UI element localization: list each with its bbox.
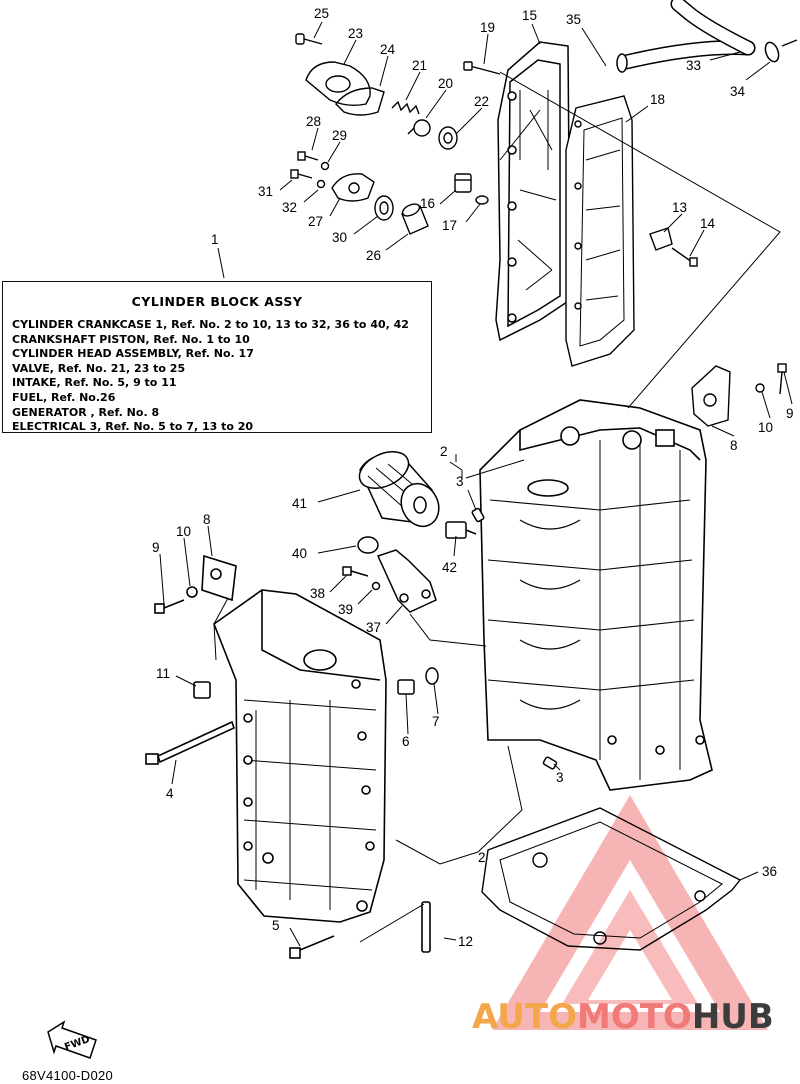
- callout-26: 26: [366, 248, 381, 263]
- fwd-arrow-icon: FWD: [47, 1020, 97, 1059]
- generator-bracket-parts: [691, 363, 787, 427]
- callout-38: 38: [310, 586, 325, 601]
- legend-line: VALVE, Ref. No. 21, 23 to 25: [12, 361, 186, 375]
- watermark-text: AUTOMOTOHUB: [472, 997, 774, 1037]
- callout-8-right: 8: [730, 438, 738, 453]
- callout-17: 17: [442, 218, 457, 233]
- callout-28: 28: [306, 114, 321, 129]
- callout-31: 31: [258, 184, 273, 199]
- callout-42: 42: [442, 560, 457, 575]
- callout-5: 5: [272, 918, 280, 933]
- legend-line: CRANKSHAFT PISTON, Ref. No. 1 to 10: [12, 332, 250, 346]
- crankcase-part: [479, 399, 713, 791]
- legend-line: GENERATOR , Ref. No. 8: [12, 405, 160, 419]
- callout-1: 1: [211, 232, 219, 247]
- callout-34: 34: [730, 84, 746, 99]
- callout-3-top: 3: [456, 474, 464, 489]
- diagram-code: 68V4100-D020: [22, 1068, 114, 1083]
- legend-list: CYLINDER CRANKCASE 1, Ref. No. 2 to 10, …: [12, 318, 409, 435]
- callout-10-left: 10: [176, 524, 191, 539]
- callout-25: 25: [314, 6, 329, 21]
- callout-32: 32: [282, 200, 297, 215]
- callout-10-right: 10: [758, 420, 773, 435]
- thermostat-parts: [290, 33, 698, 267]
- head-cover-gasket: [565, 95, 635, 367]
- watermark-part-hub: HUB: [691, 997, 774, 1037]
- callout-27: 27: [308, 214, 323, 229]
- callout-11: 11: [156, 666, 170, 681]
- legend-line: ELECTRICAL 3, Ref. No. 5 to 7, 13 to 20: [12, 420, 254, 434]
- callout-9-right: 9: [786, 406, 794, 421]
- callout-35: 35: [566, 12, 581, 27]
- callout-3-bottom: 3: [556, 770, 564, 785]
- callout-2-bottom: 2: [478, 850, 486, 865]
- callout-6: 6: [402, 734, 410, 749]
- callout-16: 16: [420, 196, 435, 211]
- callout-19: 19: [480, 20, 495, 35]
- cylinder-block-part: [145, 554, 431, 959]
- callout-labels: 1 25 23 24 21 20 22 19 15 35 33 34 18 28…: [152, 6, 794, 949]
- legend-line: FUEL, Ref. No.26: [12, 390, 116, 404]
- callout-39: 39: [338, 602, 353, 617]
- callout-9-left: 9: [152, 540, 160, 555]
- leader-lines: [159, 21, 793, 947]
- callout-13: 13: [672, 200, 687, 215]
- callout-20: 20: [438, 76, 453, 91]
- cylinder-head-part: [495, 41, 571, 342]
- callout-2-top: 2: [440, 444, 448, 459]
- callout-12: 12: [458, 934, 473, 949]
- callout-29: 29: [332, 128, 347, 143]
- legend-line: CYLINDER HEAD ASSEMBLY, Ref. No. 17: [12, 347, 254, 361]
- callout-22: 22: [474, 94, 489, 109]
- oil-filter-parts: [342, 451, 558, 770]
- callout-36: 36: [762, 864, 777, 879]
- callout-14: 14: [700, 216, 716, 231]
- watermark-part-auto: AUTO: [472, 997, 577, 1037]
- callout-30: 30: [332, 230, 347, 245]
- callout-4: 4: [166, 786, 174, 801]
- callout-18: 18: [650, 92, 665, 107]
- watermark-logo: [492, 795, 768, 1030]
- legend-line: CYLINDER CRANKCASE 1, Ref. No. 2 to 10, …: [12, 318, 409, 331]
- callout-33: 33: [686, 58, 701, 73]
- legend-line: INTAKE, Ref. No. 5, 9 to 11: [12, 376, 177, 390]
- legend-title: CYLINDER BLOCK ASSY: [131, 294, 303, 309]
- callout-40: 40: [292, 546, 307, 561]
- gasket-part: [481, 807, 742, 951]
- callout-7: 7: [432, 714, 440, 729]
- callout-41: 41: [292, 496, 307, 511]
- legend-box: CYLINDER BLOCK ASSY CYLINDER CRANKCASE 1…: [2, 281, 432, 433]
- callout-23: 23: [348, 26, 363, 41]
- callout-24: 24: [380, 42, 396, 57]
- callout-15: 15: [522, 8, 537, 23]
- callout-37: 37: [366, 620, 381, 635]
- hose-part: [616, 0, 798, 73]
- callout-21: 21: [412, 58, 427, 73]
- watermark-part-moto: MOTO: [576, 997, 692, 1037]
- callout-8-left: 8: [203, 512, 211, 527]
